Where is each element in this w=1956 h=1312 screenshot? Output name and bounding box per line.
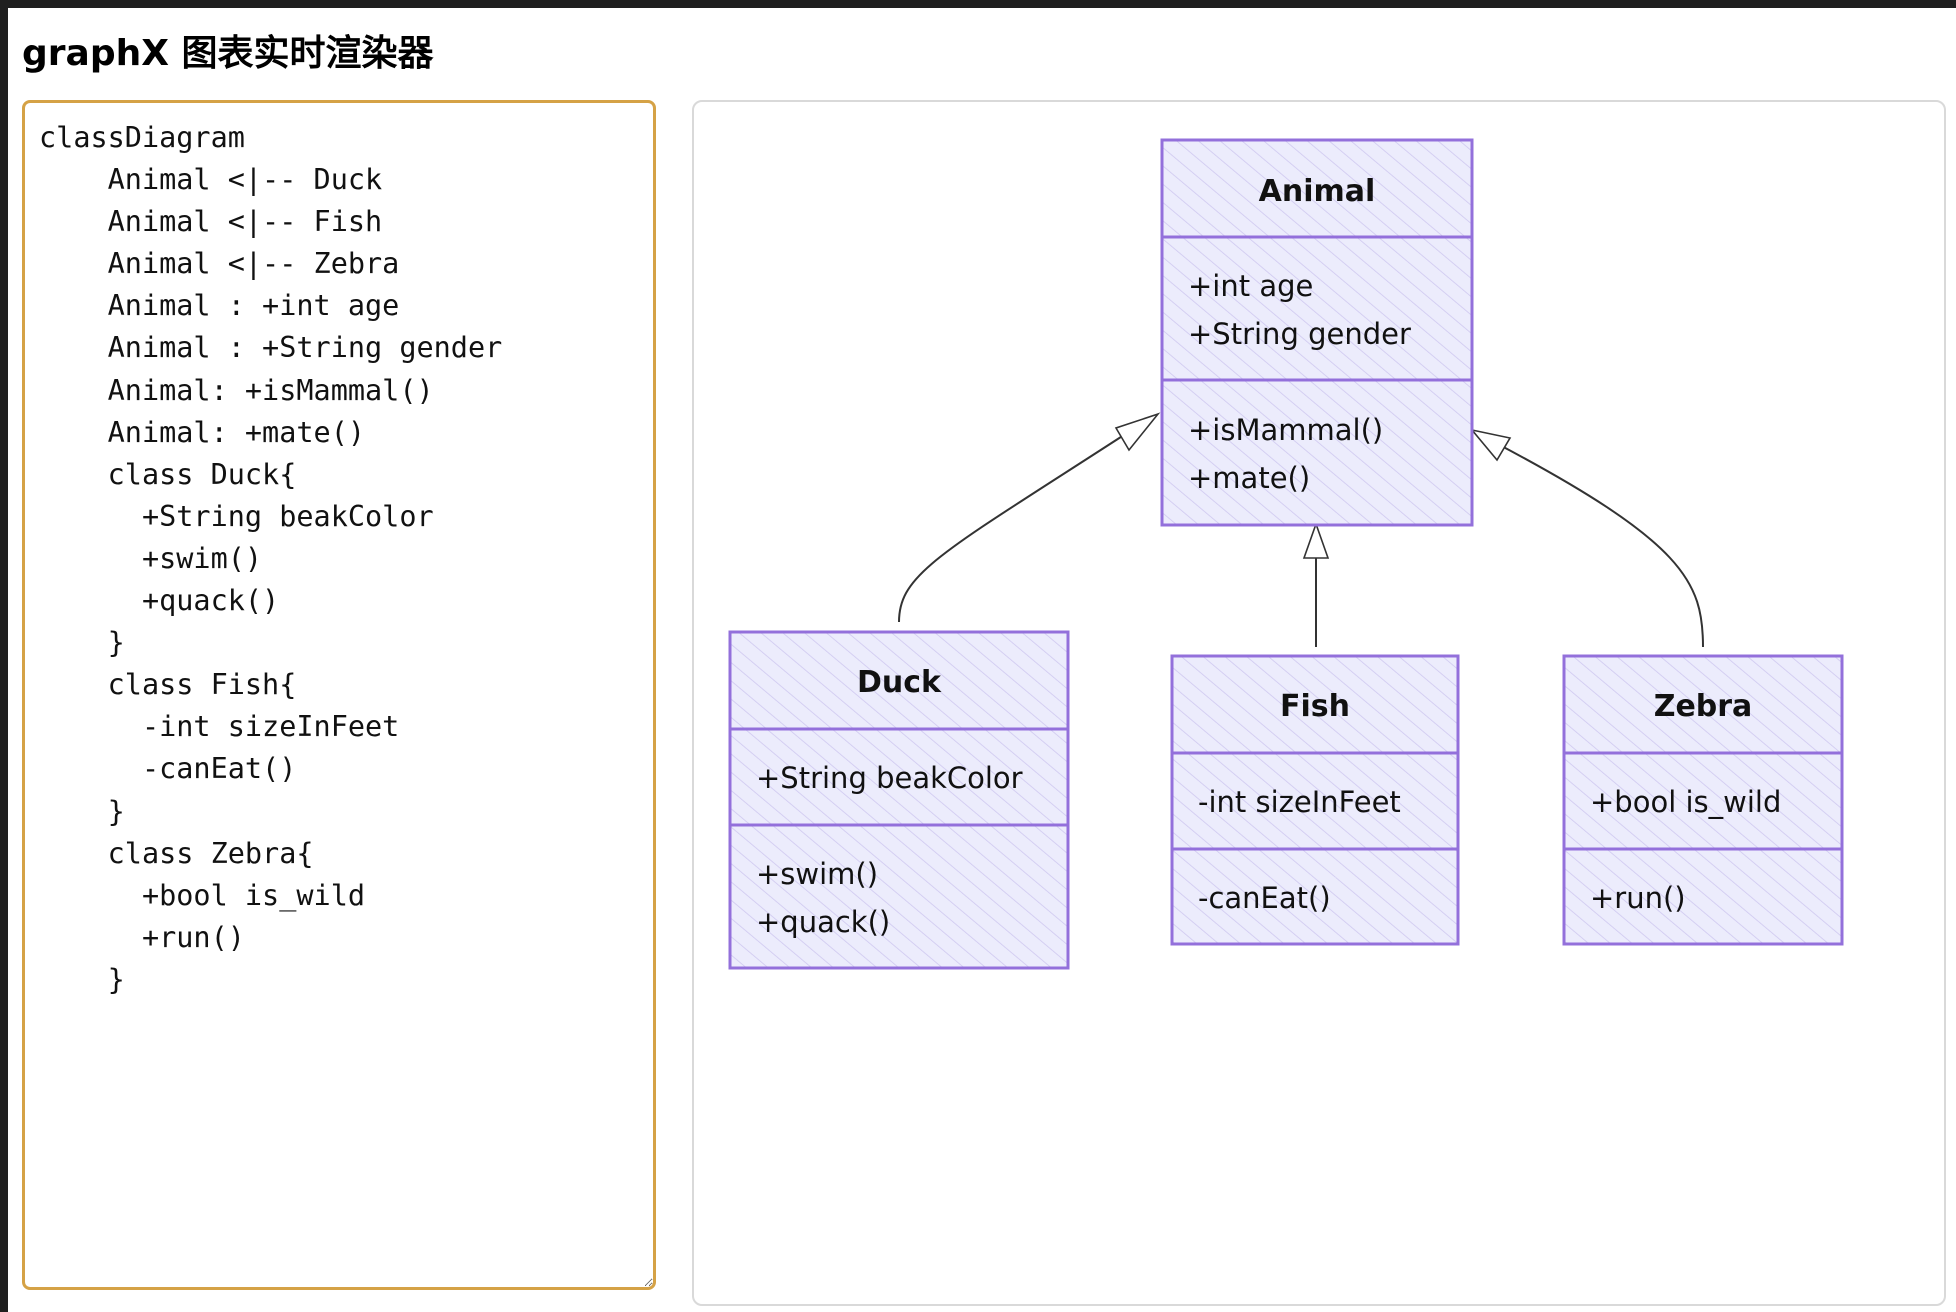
page-title: graphX 图表实时渲染器 xyxy=(22,33,434,74)
class-attribute: +String gender xyxy=(1188,317,1411,351)
class-attribute: +String beakColor xyxy=(756,761,1023,795)
window-top-bar xyxy=(0,0,1956,8)
arrowhead-duck-animal xyxy=(1114,412,1161,452)
window-left-strip xyxy=(0,8,8,1312)
arrowhead-fish-animal xyxy=(1302,521,1330,559)
class-method: +isMammal() xyxy=(1188,413,1383,447)
class-method: -canEat() xyxy=(1198,881,1331,915)
edge-duck-animal xyxy=(898,421,1145,623)
diagram-source-editor[interactable]: classDiagram Animal <|-- Duck Animal <|-… xyxy=(22,100,656,1290)
arrowhead-zebra-animal xyxy=(1469,428,1512,462)
diagram-preview: Animal +int age +String gender +isMammal… xyxy=(692,100,1946,1306)
page: graphX 图表实时渲染器 classDiagram Animal <|-- … xyxy=(8,8,1956,1312)
class-name-zebra: Zebra xyxy=(1654,689,1753,724)
class-method: +mate() xyxy=(1188,461,1310,495)
class-attribute: +bool is_wild xyxy=(1590,785,1781,819)
edge-zebra-animal xyxy=(1493,441,1704,648)
class-method: +run() xyxy=(1590,881,1686,915)
class-duck: Duck +String beakColor +swim() +quack() xyxy=(728,630,1070,970)
class-name-animal: Animal xyxy=(1259,174,1376,209)
class-animal: Animal +int age +String gender +isMammal… xyxy=(1160,138,1474,527)
class-method: +quack() xyxy=(756,905,890,939)
class-name-duck: Duck xyxy=(857,665,942,700)
class-fish: Fish -int sizeInFeet -canEat() xyxy=(1170,654,1460,946)
class-attribute: -int sizeInFeet xyxy=(1198,785,1401,819)
class-attribute: +int age xyxy=(1188,269,1313,303)
class-method: +swim() xyxy=(756,857,878,891)
class-diagram-svg: Animal +int age +String gender +isMammal… xyxy=(728,138,1844,970)
class-name-fish: Fish xyxy=(1280,689,1350,724)
class-zebra: Zebra +bool is_wild +run() xyxy=(1562,654,1844,946)
